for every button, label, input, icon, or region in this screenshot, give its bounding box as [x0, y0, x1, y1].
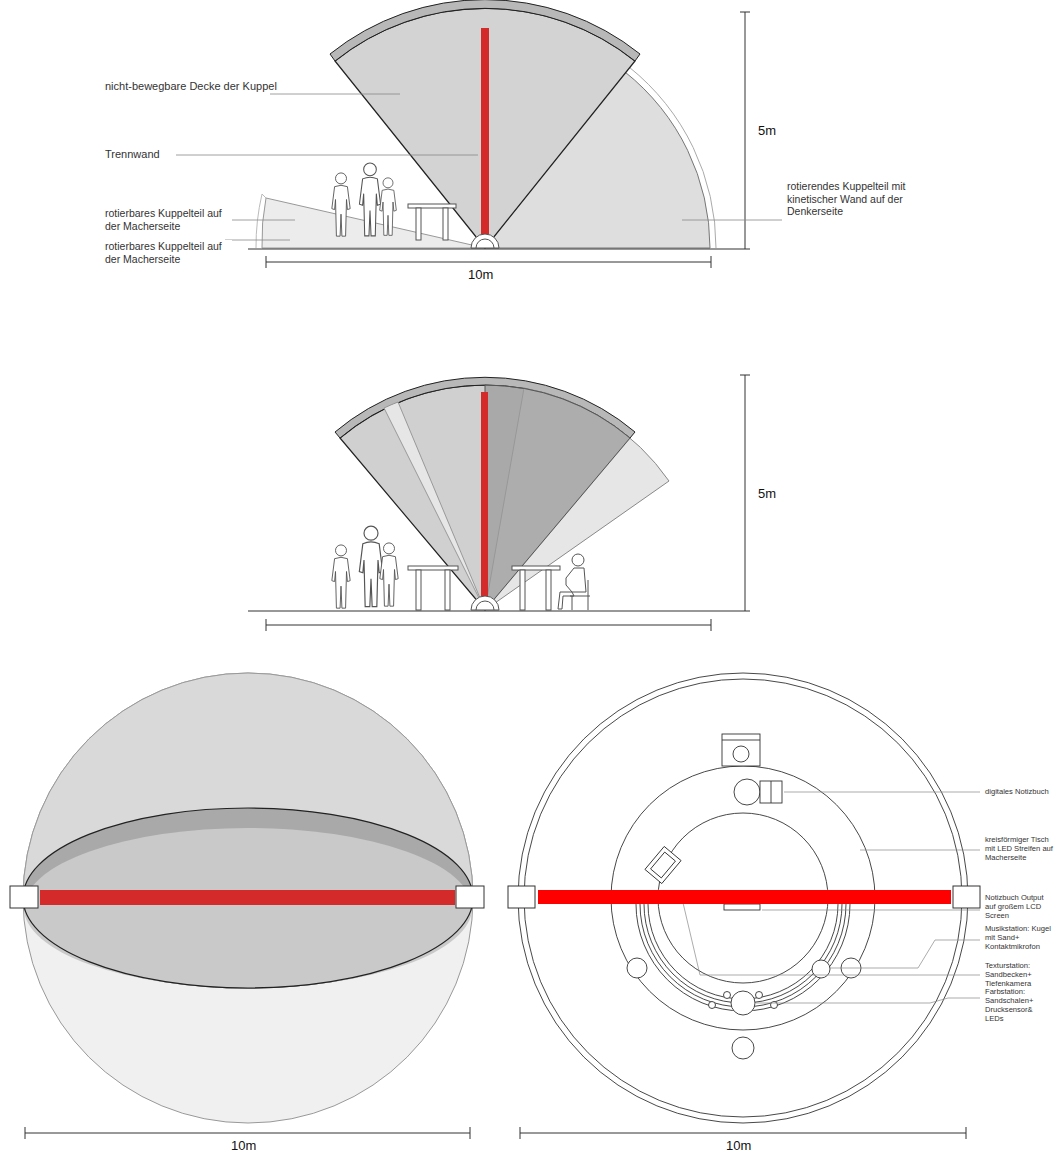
callout-label: nicht-bewegbare Decke der Kuppel	[104, 80, 336, 93]
callout-label: rotierendes Kuppelteil mit kinetischer W…	[786, 180, 938, 218]
wall-end	[508, 886, 535, 908]
callout-label: Texturstation: Sandbecken+ Tiefenkamera	[984, 961, 1054, 988]
callout-label: rotierbares Kuppelteil auf der Machersei…	[104, 240, 232, 265]
callout-label: Trennwand	[104, 148, 176, 161]
floor-plan	[518, 673, 980, 1123]
dimension-label: 10m	[230, 1138, 272, 1154]
top-section	[170, 0, 782, 268]
callout-label: Farbstation: Sandschalen+ Drucksensor& L…	[984, 987, 1054, 1023]
callout-label: rotierbares Kuppelteil auf der Machersei…	[104, 207, 232, 232]
dimension-label: 10m	[725, 1138, 767, 1154]
seated-person	[558, 554, 590, 610]
plan-dimension	[520, 1127, 966, 1139]
callout-label: digitales Notizbuch	[984, 787, 1054, 796]
dimension-label: 10m	[467, 267, 509, 283]
callout-label: Notizbuch Output auf großem LCD Screen	[984, 893, 1054, 920]
dome-top-view	[10, 673, 484, 1139]
dimension-label: 5m	[757, 123, 799, 139]
callout-label: kreisförmiger Tisch mit LED Streifen auf…	[984, 835, 1054, 862]
partition-wall	[538, 890, 951, 904]
wall-end	[953, 886, 980, 908]
dimension-label: 5m	[757, 486, 799, 502]
middle-section	[248, 375, 750, 631]
callout-label: Musikstation: Kugel mit Sand+ Kontaktmik…	[984, 924, 1054, 951]
